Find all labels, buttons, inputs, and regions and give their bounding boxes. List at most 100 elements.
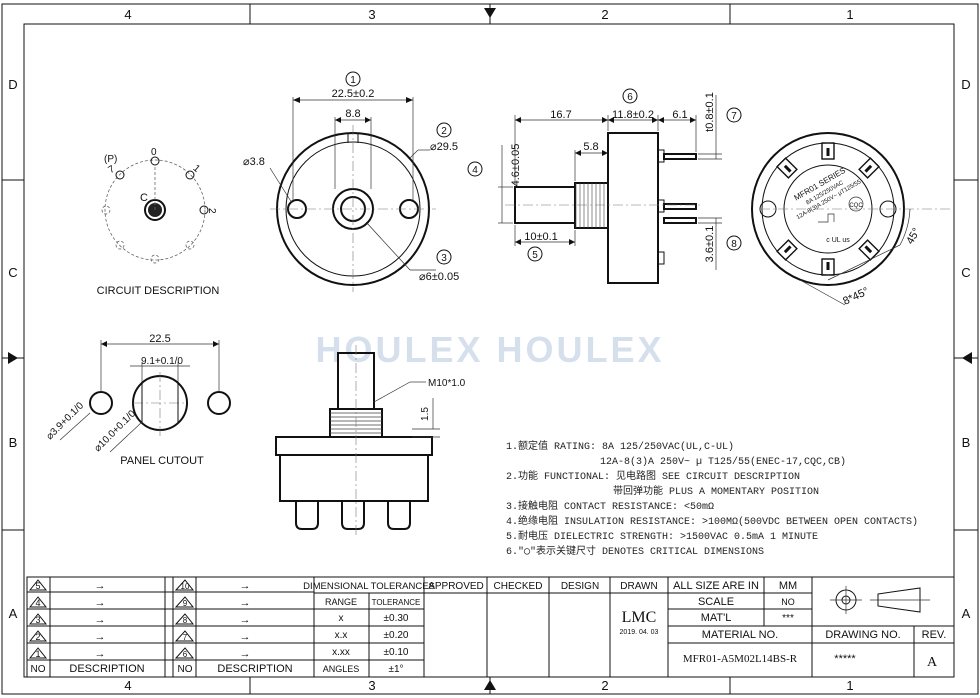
rev-arrow-9: → [240, 597, 251, 609]
drawn-by: LMC [622, 609, 657, 626]
zone-top-3: 3 [368, 7, 375, 22]
tol-range-header: RANGE [325, 597, 357, 607]
back-dim-chamfer: 8*45° [841, 285, 871, 307]
note-3: 3.接触电阻 CONTACT RESISTANCE: <50mΩ [506, 499, 714, 513]
tol-range-3: ANGLES [323, 664, 360, 674]
zone-bottom-4: 4 [124, 678, 131, 693]
callout-8: 8 [731, 239, 737, 250]
zone-right-b: B [962, 435, 971, 450]
tol-value-2: ±0.10 [384, 647, 409, 658]
callout-6: 6 [627, 92, 633, 103]
tol-tolerance-header: TOLERANCE [372, 598, 421, 607]
drawn-date: 2019. 04. 03 [620, 629, 659, 636]
bottom-view [275, 345, 440, 535]
circuit-label-1: 1 [191, 163, 203, 175]
zone-left-a: A [9, 606, 18, 621]
back-cqc: CQC [849, 203, 863, 209]
front-view [269, 71, 452, 292]
rev-arrow-3: → [95, 614, 106, 626]
circuit-label-c: C [140, 192, 148, 204]
zone-top-2: 2 [601, 7, 608, 22]
front-dim-hole: ⌀3.8 [243, 156, 265, 168]
panel-title: PANEL CUTOUT [120, 455, 204, 467]
callout-5: 5 [532, 250, 538, 261]
side-dim-pin-w: 3.6±0.1 [704, 226, 716, 263]
zone-left-b: B [9, 435, 18, 450]
zone-right-a: A [962, 606, 971, 621]
front-dim-shaft: ⌀6±0.05 [419, 271, 459, 283]
drawing-no-value: ***** [834, 653, 856, 665]
rev-row-9: 9 [183, 599, 188, 608]
callout-7: 7 [731, 111, 737, 122]
side-dim-thread: 10±0.1 [524, 231, 558, 243]
drawing-no-label: DRAWING NO. [825, 629, 900, 641]
tol-value-1: ±0.20 [384, 630, 409, 641]
note-6: 6."◯"表示关键尺寸 DENOTES CRITICAL DIMENSIONS [506, 544, 764, 558]
callout-1: 1 [350, 75, 356, 86]
zone-right-d: D [961, 77, 970, 92]
side-dim-pin-thk: t0.8±0.1 [704, 92, 716, 132]
rev-arrow-10: → [240, 580, 251, 592]
rev-row-7: 7 [183, 633, 188, 642]
circuit-label-7: 7 [107, 164, 118, 177]
side-view [467, 88, 742, 284]
note-2: 2.功能 FUNCTIONAL: 见电路图 SEE CIRCUIT DESCRI… [506, 469, 800, 483]
side-dim-body-len: 11.8±0.2 [612, 109, 654, 121]
circuit-label-p: (P) [104, 154, 117, 165]
tol-range-1: x.x [335, 630, 348, 641]
rev-row-8: 8 [183, 616, 188, 625]
note-1b: 12A-8(3)A 250V~ µ T125/55(ENEC-17,CQC,CB… [600, 456, 846, 468]
zone-left-d: D [8, 77, 17, 92]
rev-label: REV. [922, 629, 947, 641]
material-no-label: MATERIAL NO. [702, 629, 778, 641]
rev-arrow-5: → [95, 580, 106, 592]
side-dim-shaft-len: 16.7 [550, 109, 571, 121]
rev-row-2: 2 [35, 632, 40, 642]
rev-no-label: NO [31, 664, 46, 675]
zone-bottom-1: 1 [846, 678, 853, 693]
callout-3: 3 [441, 253, 447, 264]
front-dim-width: 22.5±0.2 [332, 88, 375, 100]
zone-bottom-3: 3 [368, 678, 375, 693]
side-dim-flat: 4.6±0.05 [510, 144, 522, 187]
notes-block: 1.额定值 RATING: 8A 125/250VAC(UL,C-UL) 12A… [506, 439, 918, 558]
scale-value: NO [781, 597, 795, 607]
note-5: 5.耐电压 DIELECTRIC STRENGTH: >1500VAC 0.5m… [506, 529, 818, 543]
rev-arrow-8: → [240, 614, 251, 626]
back-dim-angle: 45° [904, 226, 923, 246]
rev-row-4: 4 [35, 598, 40, 608]
front-dim-body: ⌀29.5 [430, 141, 458, 153]
rev-arrow-7: → [240, 631, 251, 643]
rev-arrow-2: → [95, 631, 106, 643]
scale-label: SCALE [698, 596, 734, 608]
callout-4: 4 [472, 165, 478, 176]
bottom-dim-step: 1.5 [420, 407, 431, 421]
zone-markers [2, 4, 978, 694]
circuit-label-0: 0 [151, 147, 157, 158]
panel-dim-flat: 9.1+0.1/0 [141, 356, 183, 367]
rev-arrow-4: → [95, 597, 106, 609]
circuit-diagram [101, 156, 209, 264]
back-label-group: MFR01 SERIES 8A 125/250VAC 12A-8(3)A 250… [792, 166, 862, 221]
title-block [26, 576, 955, 678]
material-no-value: MFR01-A5M02L14BS-R [683, 653, 798, 665]
rev-desc-label-right: DESCRIPTION [217, 663, 292, 675]
all-size-label: ALL SIZE ARE IN [673, 580, 759, 592]
rev-row-10: 10 [181, 582, 190, 591]
matl-label: MAT'L [701, 612, 732, 624]
zone-right-c: C [961, 265, 970, 280]
zone-left-c: C [8, 265, 17, 280]
callout-2: 2 [441, 126, 447, 137]
rev-desc-label: DESCRIPTION [69, 663, 144, 675]
zone-top-1: 1 [846, 7, 853, 22]
drawn-header: DRAWN [620, 581, 657, 592]
note-2b: 带回弹功能 PLUS A MOMENTARY POSITION [613, 484, 819, 498]
unit-value: MM [779, 580, 797, 592]
note-4: 4.绝缘电阻 INSULATION RESISTANCE: >100MΩ(500… [506, 514, 918, 528]
rev-row-3: 3 [35, 615, 40, 625]
circuit-title: CIRCUIT DESCRIPTION [97, 285, 220, 297]
circuit-label-2: 2 [206, 208, 217, 214]
rev-no-label-right: NO [178, 664, 193, 675]
rev-row-1: 1 [35, 649, 40, 659]
